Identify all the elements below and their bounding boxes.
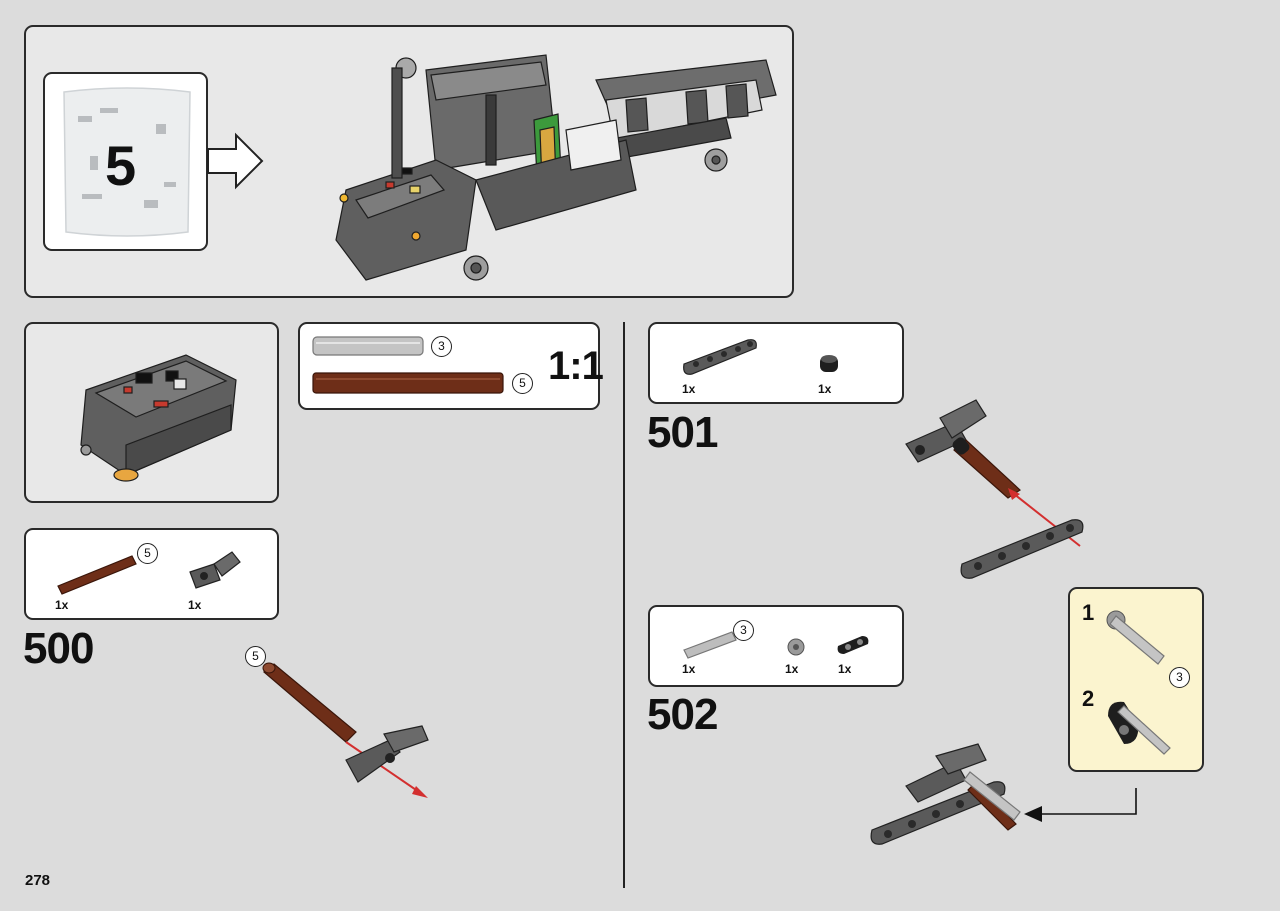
cross-block-icon (837, 636, 869, 654)
sub-step-2-number: 2 (1082, 686, 1095, 711)
truck-overview-model (335, 54, 777, 281)
sub-step-1-length: 3 (1169, 667, 1190, 688)
step-500-part-1-qty: 1x (55, 598, 69, 612)
page-number: 278 (25, 872, 51, 889)
step-502-part-2-qty: 1x (785, 662, 799, 676)
step-500-callout-length: 5 (245, 646, 266, 667)
ruler-length-5: 5 (512, 373, 533, 394)
step-501-assembly (905, 399, 1084, 579)
angle-connector-icon (189, 551, 241, 589)
step-502-axle-length: 3 (733, 620, 754, 641)
sub-step-1-axle (1106, 610, 1165, 665)
axle-5-icon (57, 555, 137, 595)
ruler-scale-label: 1:1 (548, 344, 604, 388)
bag-icon (63, 87, 191, 237)
step-502-part-1-qty: 1x (682, 662, 696, 676)
step-502-assembly (870, 743, 1137, 845)
ruler-length-3: 3 (431, 336, 452, 357)
ruler-axis-5 (312, 372, 504, 394)
step-502-part-3-qty: 1x (838, 662, 852, 676)
bush-icon (820, 355, 838, 372)
step-502-number: 502 (647, 690, 718, 739)
step-501-part-1-qty: 1x (682, 382, 696, 396)
step-501-part-2-qty: 1x (818, 382, 832, 396)
sub-step-1-number: 1 (1082, 600, 1095, 625)
half-bush-icon (787, 638, 805, 656)
axle-3-icon (683, 631, 737, 659)
step-501-number: 501 (647, 408, 718, 457)
ruler-axis-3 (312, 336, 424, 356)
sub-step-2-assembly (1108, 701, 1171, 755)
step-500-part-2-qty: 1x (188, 598, 202, 612)
bag-arrow-icon (207, 132, 264, 190)
liftarm-icon (683, 339, 757, 375)
step-500-number: 500 (23, 624, 94, 673)
bag-number: 5 (105, 134, 136, 197)
step-500-axle-length: 5 (137, 543, 158, 564)
step-500-assembly (262, 662, 429, 798)
column-divider (623, 322, 625, 888)
cab-sub-model (80, 354, 237, 482)
